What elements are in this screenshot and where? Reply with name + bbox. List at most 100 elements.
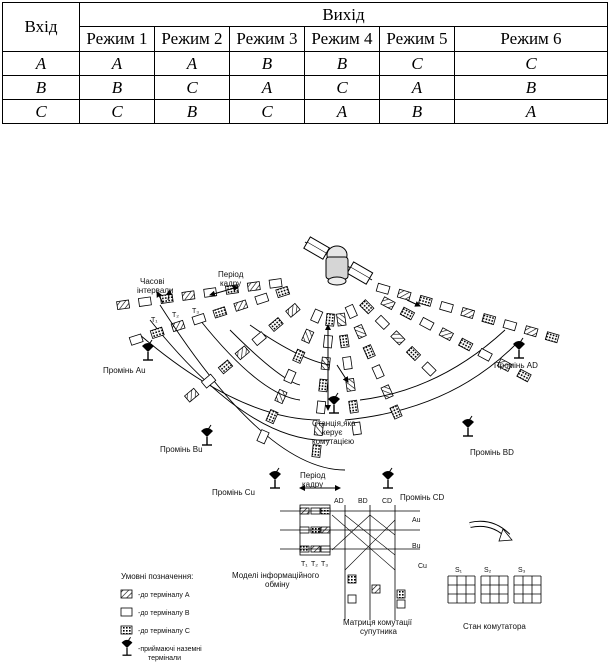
input-cell: A bbox=[2, 51, 80, 76]
output-cell: A bbox=[454, 99, 608, 124]
output-header: Вихід bbox=[79, 2, 608, 27]
frame-period-label-2: кадру bbox=[220, 279, 241, 288]
packet-cell bbox=[191, 313, 207, 326]
packet-cell bbox=[275, 285, 291, 299]
beam-au-label: Промінь Au bbox=[103, 366, 146, 375]
mode-header-1: Режим 1 bbox=[79, 26, 155, 52]
packet-cell bbox=[322, 334, 334, 349]
t2-label: T₂ bbox=[172, 312, 179, 319]
matrix-frame-period-label: Період bbox=[300, 471, 326, 480]
legend-title: Умовні позначення: bbox=[121, 572, 193, 581]
s1-label: S₁ bbox=[455, 567, 463, 574]
packet-cell bbox=[137, 296, 152, 307]
packet-cell bbox=[149, 326, 165, 339]
packet-cell bbox=[246, 281, 261, 292]
packet-cell bbox=[344, 303, 358, 320]
packet-cell bbox=[421, 361, 437, 377]
legend-terminal-label: -приймаючі наземні bbox=[138, 645, 202, 653]
packet-cell bbox=[371, 364, 385, 380]
packet-cell bbox=[320, 356, 331, 371]
packet-cell bbox=[345, 377, 356, 392]
row-au-label: Au bbox=[412, 517, 421, 524]
packet-cell bbox=[268, 278, 283, 289]
legend-c-label: -до терміналу C bbox=[138, 627, 190, 635]
packet-cell bbox=[481, 313, 497, 326]
t2-matrix-label: T₂ bbox=[311, 561, 318, 568]
output-cell: A bbox=[229, 75, 305, 100]
packet-cell bbox=[544, 331, 560, 344]
antenna-icon bbox=[513, 337, 525, 359]
mode-header-4: Режим 4 bbox=[304, 26, 380, 52]
packet-cell bbox=[374, 314, 391, 331]
beam-bd-label: Промінь BD bbox=[470, 448, 514, 457]
output-cell: C bbox=[379, 51, 455, 76]
antenna-icon bbox=[328, 392, 340, 414]
mode-header-6: Режим 6 bbox=[454, 26, 608, 52]
packet-cell bbox=[159, 293, 174, 304]
packet-cell bbox=[212, 306, 228, 319]
col-cd-label: CD bbox=[382, 498, 392, 505]
antenna-icon bbox=[121, 636, 133, 656]
packet-cell bbox=[353, 323, 367, 340]
input-header: Вхід bbox=[2, 2, 80, 52]
packet-cell bbox=[285, 302, 301, 318]
output-cell: B bbox=[229, 51, 305, 76]
model-label: Моделі інформаційного bbox=[232, 571, 320, 580]
packet-cell bbox=[183, 387, 200, 403]
input-cell: B bbox=[2, 75, 80, 100]
packet-cell bbox=[217, 359, 234, 375]
packet-cell bbox=[325, 312, 336, 327]
ground-terminals bbox=[142, 337, 525, 489]
output-cell: B bbox=[154, 99, 230, 124]
output-cell: B bbox=[304, 51, 380, 76]
packet-cell bbox=[396, 288, 412, 301]
packet-cell bbox=[405, 345, 422, 362]
packet-cell bbox=[399, 306, 416, 321]
packet-cell bbox=[251, 331, 267, 347]
legend-a-label: -до терміналу A bbox=[138, 591, 190, 599]
packet-cell bbox=[339, 334, 350, 349]
packet-cell bbox=[477, 347, 493, 362]
packet-cell bbox=[336, 312, 347, 327]
frame-period-label: Період bbox=[218, 270, 244, 279]
switch-state-grids bbox=[447, 520, 542, 604]
antenna-icon bbox=[382, 467, 394, 489]
legend-swatch-a bbox=[120, 589, 133, 599]
col-bd-label: BD bbox=[358, 498, 368, 505]
output-cell: A bbox=[154, 51, 230, 76]
output-cell: A bbox=[379, 75, 455, 100]
beam-arcs bbox=[139, 304, 516, 471]
packet-cell bbox=[380, 296, 396, 311]
input-cell: C bbox=[2, 99, 80, 124]
packet-cell bbox=[181, 290, 196, 301]
packet-cell bbox=[256, 429, 270, 445]
mode-header-2: Режим 2 bbox=[154, 26, 230, 52]
model-label-2: обміну bbox=[265, 580, 290, 589]
output-cell: A bbox=[79, 51, 155, 76]
packet-cell bbox=[418, 294, 433, 307]
s3-label: S₃ bbox=[518, 567, 526, 574]
output-cell: A bbox=[304, 99, 380, 124]
matrix-label-2: супутника bbox=[360, 627, 398, 636]
antenna-icon bbox=[121, 636, 133, 656]
s2-label: S₂ bbox=[484, 567, 492, 574]
packet-cell bbox=[254, 292, 270, 305]
output-cell: B bbox=[454, 75, 608, 100]
packet-cell bbox=[351, 421, 362, 436]
output-cell: C bbox=[79, 99, 155, 124]
legend-b-label: -до терміналу B bbox=[138, 609, 190, 617]
packet-cell bbox=[419, 316, 435, 331]
packet-cell bbox=[234, 345, 251, 361]
packet-cell bbox=[311, 444, 322, 458]
packet-cell bbox=[128, 333, 144, 346]
beam-ad-label: Промінь AD bbox=[494, 361, 538, 370]
output-cell: C bbox=[304, 75, 380, 100]
antenna-icon bbox=[142, 339, 154, 361]
packet-cell bbox=[316, 400, 327, 415]
packet-cell bbox=[268, 317, 284, 332]
packet-cell bbox=[116, 299, 131, 311]
beam-cu-label: Промінь Cu bbox=[212, 488, 255, 497]
packet-cell bbox=[292, 348, 306, 364]
